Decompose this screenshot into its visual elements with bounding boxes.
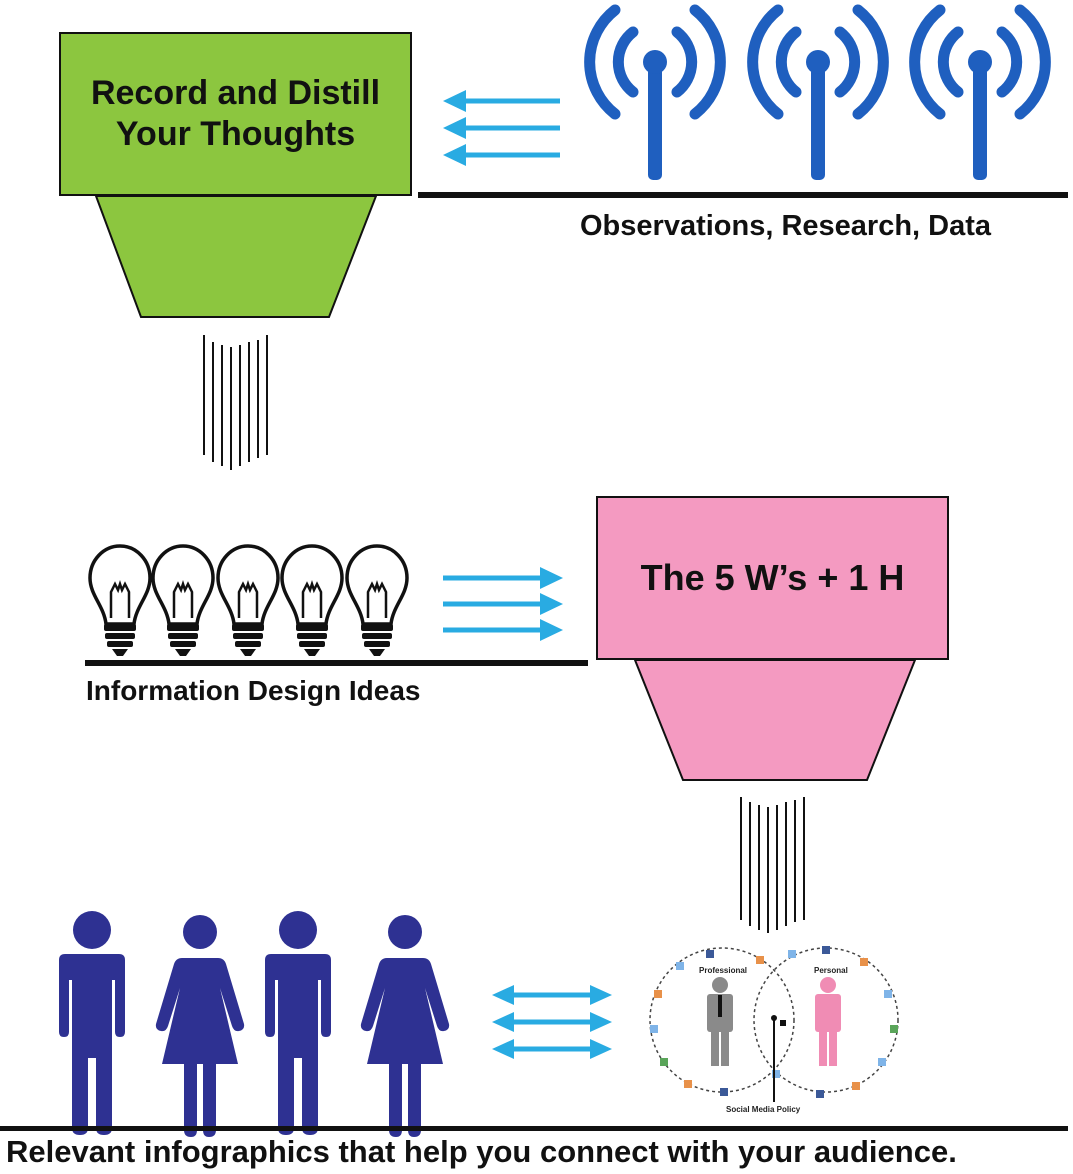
- light-bulb-icon: [216, 544, 280, 658]
- personal-person-icon: [815, 977, 841, 1066]
- sources-label: Observations, Research, Data: [580, 210, 992, 242]
- funnel-1-title-line-2: Your Thoughts: [115, 115, 356, 153]
- social-media-diagram: [649, 946, 899, 1102]
- footer-baseline: [0, 1126, 1068, 1131]
- arrows-to-funnel-1: [443, 90, 560, 166]
- distill-lines-1: [203, 335, 268, 470]
- light-bulb-icon: [151, 544, 215, 658]
- personal-label: Personal: [814, 966, 848, 975]
- social-media-policy-label: Social Media Policy: [726, 1105, 801, 1114]
- double-arrows: [492, 985, 612, 1059]
- professional-person-icon: [707, 977, 733, 1066]
- man-icon: [265, 911, 331, 1135]
- light-bulb-icon: [88, 544, 152, 658]
- funnel-2-cone: [633, 659, 917, 781]
- funnel-1-title: Record and Distill Your Thoughts: [60, 66, 411, 162]
- radio-tower-icons: [590, 10, 1046, 180]
- professional-label: Professional: [699, 966, 748, 975]
- arrows-to-funnel-2: [443, 567, 563, 641]
- sources-baseline: [418, 192, 1068, 198]
- social-node-icons: [650, 946, 898, 1098]
- funnel-1-title-line-1: Record and Distill: [90, 74, 381, 113]
- funnel-record-distill: [59, 32, 412, 318]
- light-bulb-icon: [345, 544, 409, 658]
- man-icon: [59, 911, 125, 1135]
- ideas-baseline: [85, 660, 588, 666]
- radio-tower-icon: [753, 10, 884, 180]
- woman-icon: [155, 915, 245, 1137]
- funnel-2-box: [596, 496, 949, 660]
- ideas-label: Information Design Ideas: [86, 675, 421, 706]
- woman-icon: [360, 915, 450, 1137]
- funnel-1-box: [59, 32, 412, 196]
- distill-lines-2: [740, 797, 805, 933]
- light-bulb-icon: [280, 544, 344, 658]
- radio-tower-icon: [915, 10, 1046, 180]
- professional-circle: [649, 947, 795, 1093]
- audience-icons: [59, 911, 450, 1137]
- funnel-5ws: [596, 496, 949, 781]
- light-bulb-icons: [88, 544, 409, 658]
- funnel-1-cone: [94, 195, 378, 318]
- radio-tower-icon: [590, 10, 721, 180]
- footer-caption: Relevant infographics that help you conn…: [6, 1134, 957, 1169]
- funnel-2-title: The 5 W’s + 1 H: [640, 557, 905, 599]
